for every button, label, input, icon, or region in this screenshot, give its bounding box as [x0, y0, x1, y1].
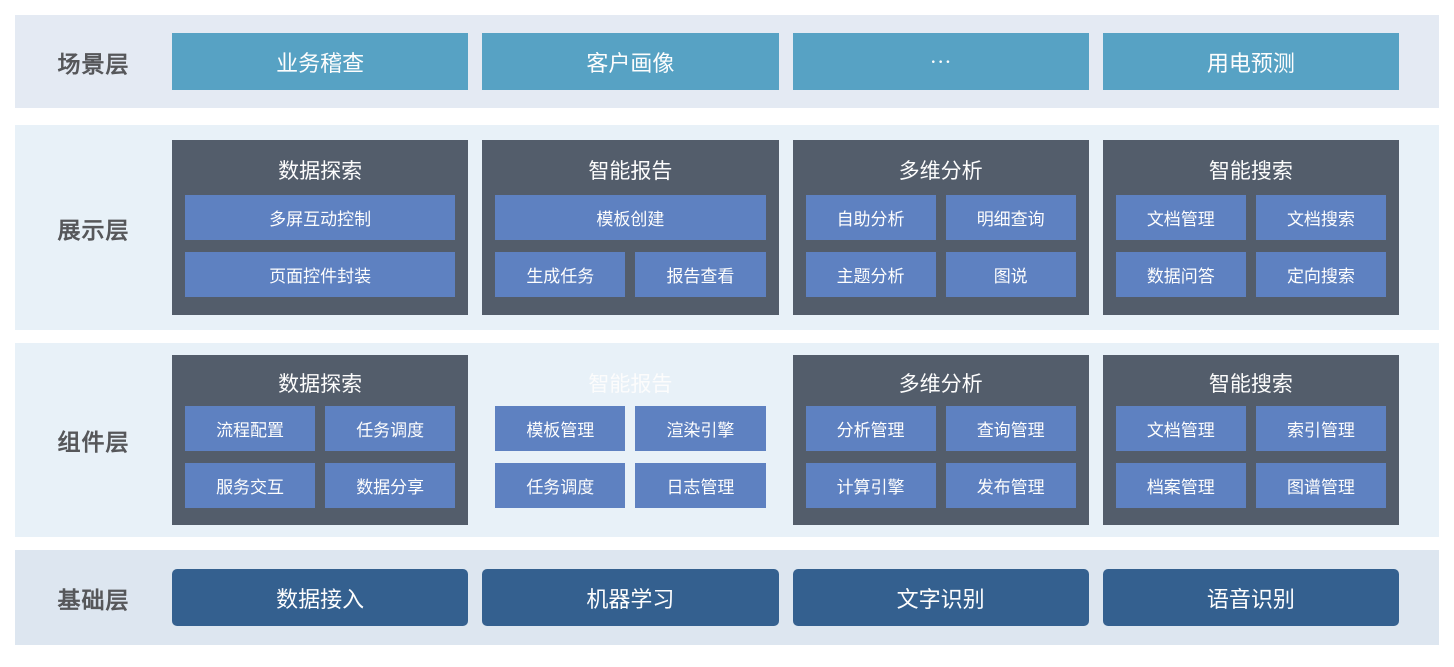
card-button[interactable]: 日志管理: [635, 463, 766, 508]
card-title: 智能报告: [588, 372, 673, 396]
component-card-data-explore: 数据探索 流程配置 任务调度 服务交互 数据分享: [172, 355, 469, 525]
scene-buttons: 业务稽查 客户画像 ··· 用电预测: [172, 15, 1439, 108]
card-button-row: 文档管理 文档搜索: [1115, 195, 1386, 240]
display-card-data-explore: 数据探索 多屏互动控制 页面控件封装: [172, 140, 469, 315]
card-button[interactable]: 图谱管理: [1255, 463, 1386, 508]
card-button-row: 主题分析 图说: [805, 252, 1076, 297]
card-button[interactable]: 计算引擎: [805, 463, 936, 508]
display-card-smart-report: 智能报告 模板创建 生成任务 报告查看: [482, 140, 779, 315]
card-button[interactable]: 自助分析: [805, 195, 936, 240]
card-button[interactable]: 定向搜索: [1255, 252, 1386, 297]
card-button[interactable]: 发布管理: [945, 463, 1076, 508]
card-button[interactable]: 任务调度: [495, 463, 626, 508]
display-card-smart-search: 智能搜索 文档管理 文档搜索 数据问答 定向搜索: [1102, 140, 1399, 315]
card-button-row: 自助分析 明细查询: [805, 195, 1076, 240]
scene-button-customer-profile[interactable]: 客户画像: [482, 33, 779, 90]
card-title: 数据探索: [278, 372, 363, 396]
card-button[interactable]: 生成任务: [495, 252, 626, 297]
card-button[interactable]: 报告查看: [635, 252, 766, 297]
scene-button-power-forecast[interactable]: 用电预测: [1102, 33, 1399, 90]
layer-band-component: 组件层 数据探索 流程配置 任务调度 服务交互 数据分享 智能报告 模板管理 渲…: [15, 343, 1439, 537]
component-card-multidim-analysis: 多维分析 分析管理 查询管理 计算引擎 发布管理: [792, 355, 1089, 525]
card-button[interactable]: 文档管理: [1115, 195, 1246, 240]
display-card-multidim-analysis: 多维分析 自助分析 明细查询 主题分析 图说: [792, 140, 1089, 315]
component-cards: 数据探索 流程配置 任务调度 服务交互 数据分享 智能报告 模板管理 渲染引擎 …: [172, 343, 1439, 537]
card-button-row: 档案管理 图谱管理: [1115, 463, 1386, 508]
card-button[interactable]: 数据问答: [1115, 252, 1246, 297]
base-button-ocr[interactable]: 文字识别: [792, 569, 1089, 626]
card-button[interactable]: 索引管理: [1255, 406, 1386, 451]
scene-button-business-audit[interactable]: 业务稽查: [172, 33, 469, 90]
base-buttons: 数据接入 机器学习 文字识别 语音识别: [172, 550, 1439, 645]
card-button[interactable]: 多屏互动控制: [185, 195, 456, 240]
card-button[interactable]: 文档搜索: [1255, 195, 1386, 240]
card-title: 智能搜索: [1208, 159, 1293, 183]
card-button[interactable]: 数据分享: [325, 463, 456, 508]
card-button-row: 模板创建: [495, 195, 766, 240]
card-button[interactable]: 任务调度: [325, 406, 456, 451]
scene-button-more-ellipsis[interactable]: ···: [792, 33, 1089, 90]
base-button-speech-recognition[interactable]: 语音识别: [1102, 569, 1399, 626]
card-button[interactable]: 页面控件封装: [185, 252, 456, 297]
card-button[interactable]: 文档管理: [1115, 406, 1246, 451]
card-button-row: 任务调度 日志管理: [495, 463, 766, 508]
card-button-row: 分析管理 查询管理: [805, 406, 1076, 451]
card-button[interactable]: 模板管理: [495, 406, 626, 451]
component-card-smart-search: 智能搜索 文档管理 索引管理 档案管理 图谱管理: [1102, 355, 1399, 525]
card-button-row: 多屏互动控制: [185, 195, 456, 240]
card-title: 多维分析: [898, 159, 983, 183]
card-button[interactable]: 分析管理: [805, 406, 936, 451]
layer-label-base: 基础层: [57, 586, 130, 613]
base-button-machine-learning[interactable]: 机器学习: [482, 569, 779, 626]
display-cards: 数据探索 多屏互动控制 页面控件封装 智能报告 模板创建 生成任务 报告查看: [172, 125, 1439, 330]
card-button[interactable]: 主题分析: [805, 252, 936, 297]
card-button[interactable]: 模板创建: [495, 195, 766, 240]
card-title: 智能搜索: [1208, 372, 1293, 396]
card-button-row: 文档管理 索引管理: [1115, 406, 1386, 451]
layer-band-display: 展示层 数据探索 多屏互动控制 页面控件封装 智能报告 模板创建 生成任务 报告…: [15, 125, 1439, 330]
component-card-smart-report: 智能报告 模板管理 渲染引擎 任务调度 日志管理: [482, 355, 778, 525]
card-button[interactable]: 档案管理: [1115, 463, 1246, 508]
layer-label-component: 组件层: [57, 429, 130, 455]
layer-label-display: 展示层: [57, 216, 130, 243]
card-title: 数据探索: [278, 159, 363, 183]
layer-band-base: 基础层 数据接入 机器学习 文字识别 语音识别: [15, 550, 1439, 645]
card-title: 多维分析: [898, 372, 983, 396]
layer-band-scene: 场景层 业务稽查 客户画像 ··· 用电预测: [15, 15, 1439, 108]
card-button-row: 模板管理 渲染引擎: [495, 406, 766, 451]
layer-label-scene: 场景层: [57, 50, 130, 77]
card-button[interactable]: 渲染引擎: [635, 406, 766, 451]
card-button-row: 计算引擎 发布管理: [805, 463, 1076, 508]
card-title: 智能报告: [588, 159, 673, 183]
card-button-row: 生成任务 报告查看: [495, 252, 766, 297]
card-button[interactable]: 服务交互: [185, 463, 316, 508]
card-button[interactable]: 图说: [945, 252, 1076, 297]
card-button-row: 数据问答 定向搜索: [1115, 252, 1386, 297]
card-button[interactable]: 明细查询: [945, 195, 1076, 240]
card-button-row: 服务交互 数据分享: [185, 463, 456, 508]
card-button-row: 页面控件封装: [185, 252, 456, 297]
card-button[interactable]: 流程配置: [185, 406, 316, 451]
card-button-row: 流程配置 任务调度: [185, 406, 456, 451]
card-button[interactable]: 查询管理: [945, 406, 1076, 451]
base-button-data-access[interactable]: 数据接入: [172, 569, 469, 626]
